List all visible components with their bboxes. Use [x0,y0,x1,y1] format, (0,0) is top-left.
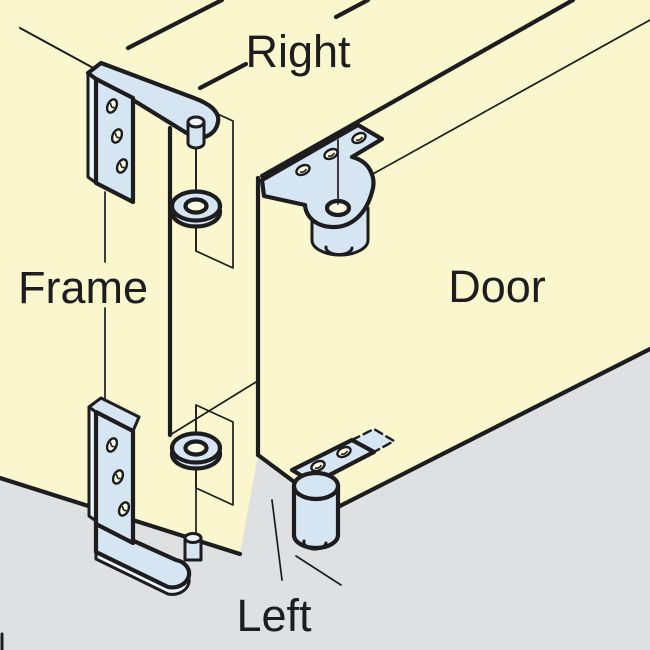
washer-bottom [169,431,223,471]
frame-header-front-edge-left [197,61,249,91]
door-top-edge [259,0,576,179]
door-bottom-hinge [271,427,396,586]
door-top-back-edge [361,19,650,181]
label-frame: Frame [18,262,148,313]
door-top-hinge [259,122,385,257]
leader-line-vertical [271,499,283,581]
hinge-arm [93,521,192,590]
barrel-top [291,470,341,502]
frame-top-hinge [85,60,221,205]
barrel-bottom-hole [302,539,328,551]
barrel-bottom-hole [324,245,354,256]
frame-outline [19,0,371,438]
leader-line-diagonal [295,555,342,586]
door-bottom-edge [329,346,650,513]
hinge-plate [259,122,385,230]
label-door: Door [448,261,546,312]
frame-header-top-edge [125,0,225,51]
label-right: Right [245,26,351,77]
pivot-pin [186,115,206,150]
label-left: Left [236,590,312,641]
frame-header-back-edge [19,27,98,71]
washer-top [169,189,223,229]
door-outline [255,0,650,458]
frame-header-front-edge-right [333,0,371,20]
pivot-pin [183,532,203,562]
frame-reveal-bottom-edge [169,381,257,436]
frame-bottom-hinge [87,396,203,596]
